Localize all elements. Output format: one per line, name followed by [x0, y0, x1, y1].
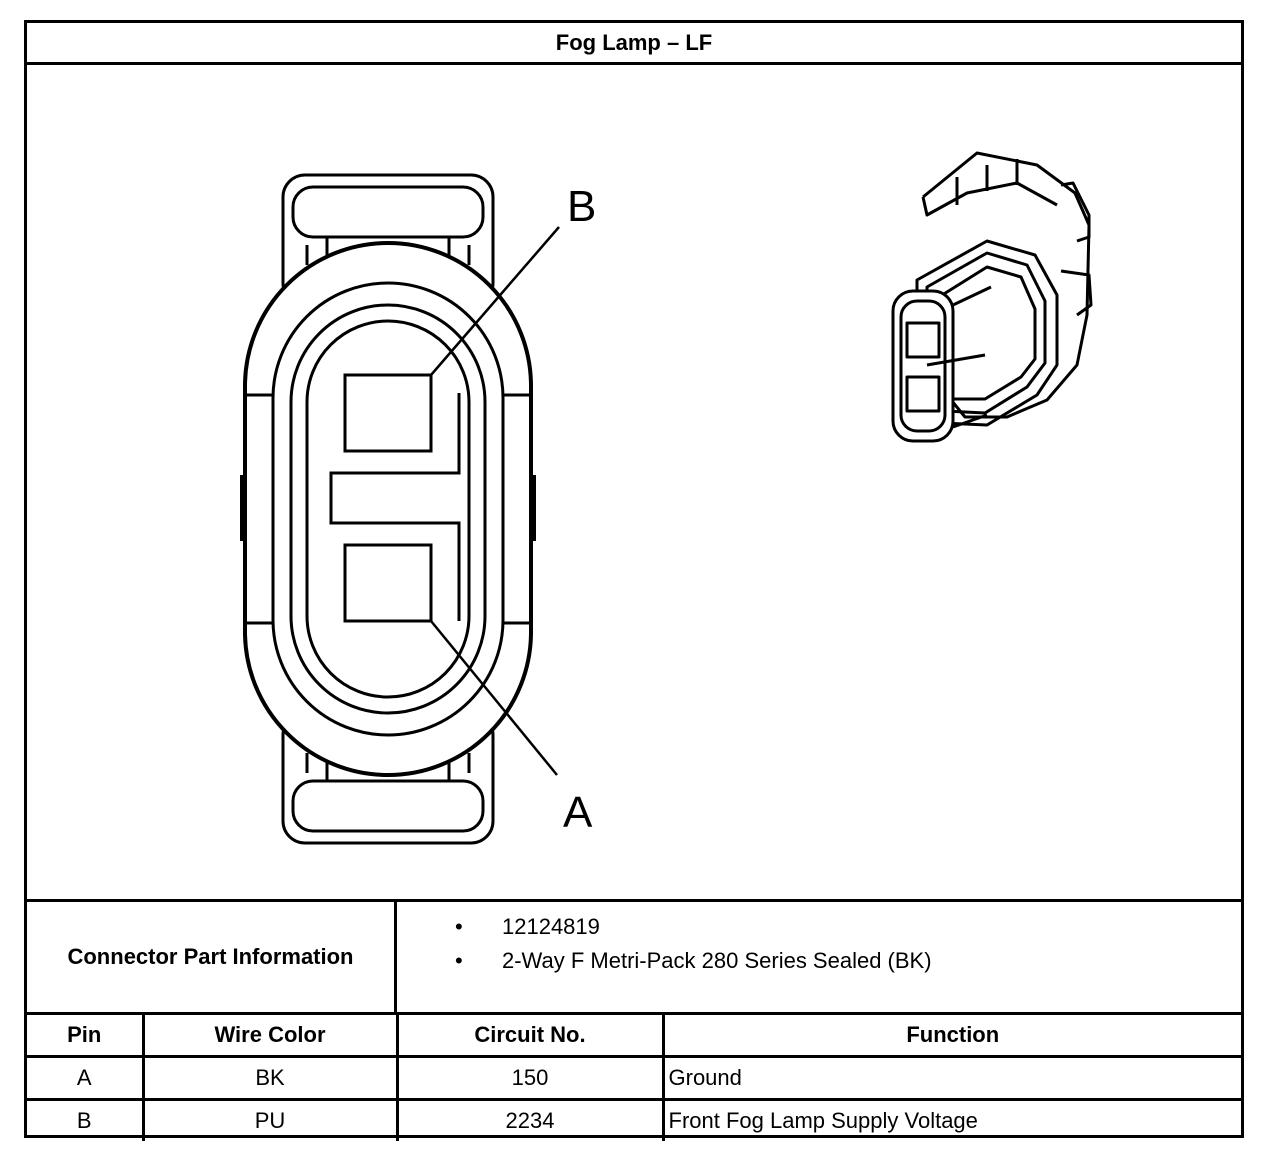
connector-part-info: Connector Part Information • 12124819 • … [27, 899, 1241, 1015]
header-function: Function [661, 1015, 1241, 1058]
pin-label-b: B [567, 182, 596, 231]
header-circuit-no: Circuit No. [395, 1015, 665, 1058]
connector-info-list: • 12124819 • 2-Way F Metri-Pack 280 Seri… [397, 910, 932, 978]
bullet-icon: • [455, 914, 463, 939]
table-header-row: Pin Wire Color Circuit No. Function [27, 1015, 1241, 1058]
table-row: A BK 150 Ground [27, 1055, 1241, 1101]
cell-circuit-no: 150 [395, 1055, 665, 1101]
cell-circuit-no: 2234 [395, 1098, 665, 1141]
cell-function: Ground [661, 1055, 1241, 1101]
list-item: • 12124819 [397, 910, 932, 944]
cell-function: Front Fog Lamp Supply Voltage [661, 1098, 1241, 1141]
table-row: B PU 2234 Front Fog Lamp Supply Voltage [27, 1098, 1241, 1141]
list-item: • 2-Way F Metri-Pack 280 Series Sealed (… [397, 944, 932, 978]
connector-face-view [240, 173, 560, 845]
connector-isometric-view [891, 151, 1093, 443]
page-title: Fog Lamp – LF [27, 23, 1241, 65]
cell-pin: B [27, 1098, 145, 1141]
connector-sheet: Fog Lamp – LF [24, 20, 1244, 1141]
connector-info-label: Connector Part Information [27, 902, 397, 1012]
connector-drawing-area: B A [27, 65, 1241, 899]
pin-label-a: A [563, 788, 593, 837]
connector-diagram: B A [240, 151, 1093, 845]
bullet-icon: • [455, 948, 463, 973]
connector-description: 2-Way F Metri-Pack 280 Series Sealed (BK… [502, 948, 932, 973]
cell-wire-color: BK [141, 1055, 399, 1101]
header-pin: Pin [27, 1015, 145, 1058]
header-wire-color: Wire Color [141, 1015, 399, 1058]
cell-pin: A [27, 1055, 145, 1101]
part-number: 12124819 [502, 914, 600, 939]
cell-wire-color: PU [141, 1098, 399, 1141]
pin-table: Pin Wire Color Circuit No. Function A BK… [27, 1015, 1241, 1141]
